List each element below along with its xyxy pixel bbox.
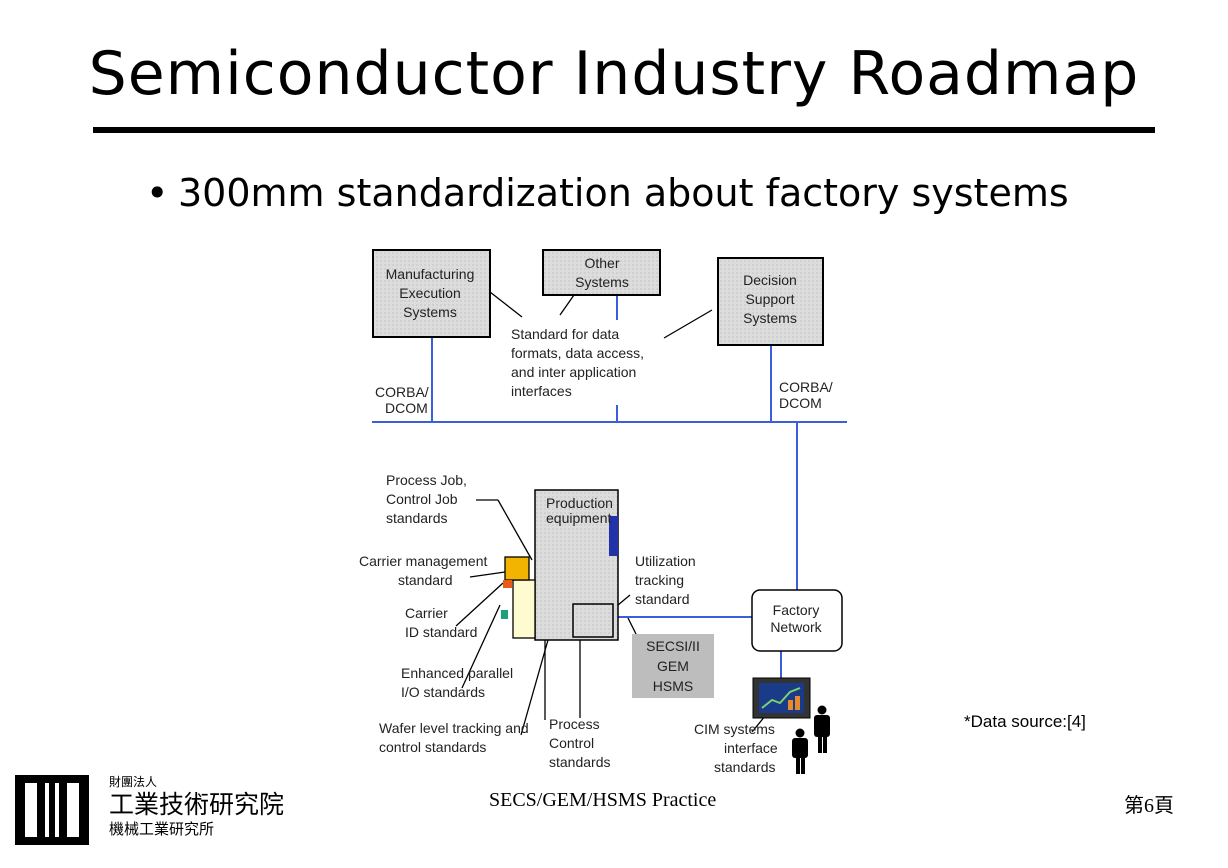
svg-text:standard: standard: [398, 572, 452, 588]
corba-left-2: DCOM: [385, 400, 428, 416]
slide-title: Semiconductor Industry Roadmap: [88, 39, 1140, 109]
svg-text:Network: Network: [770, 619, 822, 635]
process-control-label: Process Control standards: [549, 716, 610, 770]
secs-gem-hsms-box: SECSI/II GEM HSMS: [632, 634, 714, 698]
factory-network-box: Factory Network: [751, 589, 843, 652]
svg-text:ID standard: ID standard: [405, 624, 477, 640]
svg-text:standard: standard: [635, 591, 689, 607]
svg-text:SECSI/II: SECSI/II: [646, 638, 700, 654]
cim-label: CIM systems interface standards: [694, 721, 778, 775]
svg-text:tracking: tracking: [635, 572, 684, 588]
load-port: [512, 579, 536, 639]
svg-text:Wafer level tracking and: Wafer level tracking and: [379, 720, 529, 736]
standard-note-1: Standard for data: [511, 326, 619, 342]
svg-text:Carrier management: Carrier management: [359, 553, 487, 569]
org-line-3: 機械工業研究所: [109, 821, 215, 838]
carrier-latch-icon: [503, 580, 512, 588]
svg-text:HSMS: HSMS: [653, 678, 693, 694]
carrier-id-tag-icon: [501, 610, 508, 619]
carrier-icon: [504, 556, 530, 581]
carrier-id-label: Carrier ID standard: [405, 605, 477, 640]
svg-text:Utilization: Utilization: [635, 553, 696, 569]
svg-text:Process: Process: [549, 716, 600, 732]
network-lines: [372, 295, 847, 678]
standard-note-3: and inter application: [511, 364, 636, 380]
bullet-item: •300mm standardization about factory sys…: [146, 168, 1069, 218]
corba-left-1: CORBA/: [375, 384, 429, 400]
svg-text:Process Job,: Process Job,: [386, 472, 467, 488]
svg-text:CIM systems: CIM systems: [694, 721, 775, 737]
dss-box: Decision Support Systems: [717, 257, 824, 346]
org-line-2: 工業技術研究院: [109, 790, 285, 819]
enhanced-parallel-label: Enhanced parallel I/O standards: [401, 665, 513, 700]
utilization-label: Utilization tracking standard: [635, 553, 696, 607]
data-source-note: *Data source:[4]: [964, 712, 1086, 731]
mes-label-1: Manufacturing: [386, 266, 475, 282]
wafer-tracking-label: Wafer level tracking and control standar…: [379, 720, 529, 755]
carrier-mgmt-label: Carrier management standard: [359, 553, 487, 588]
corba-right: CORBA/ DCOM: [779, 379, 833, 411]
dss-label-3: Systems: [743, 310, 797, 326]
svg-text:I/O standards: I/O standards: [401, 684, 485, 700]
other-label-2: Systems: [575, 274, 629, 290]
dss-label-1: Decision: [743, 272, 797, 288]
production-equipment: Production equipment: [501, 489, 619, 641]
standard-note: Standard for data formats, data access, …: [511, 326, 644, 399]
svg-text:interface: interface: [724, 740, 778, 756]
footer-title: SECS/GEM/HSMS Practice: [489, 789, 717, 811]
corba-right-2: DCOM: [779, 395, 822, 411]
person-icon: [792, 705, 830, 774]
svg-text:Control: Control: [549, 735, 594, 751]
corba-left: CORBA/ DCOM: [375, 384, 429, 416]
svg-text:control standards: control standards: [379, 739, 486, 755]
svg-text:Carrier: Carrier: [405, 605, 448, 621]
svg-text:Enhanced parallel: Enhanced parallel: [401, 665, 513, 681]
itri-logo-icon: [15, 775, 89, 845]
dss-label-2: Support: [745, 291, 794, 307]
svg-text:standards: standards: [549, 754, 610, 770]
title-divider: [93, 127, 1155, 133]
equipment-marker: [609, 516, 618, 556]
org-line-1: 財團法人: [109, 775, 158, 789]
production-label-1: Production: [546, 495, 613, 511]
monitor-icon: [752, 677, 811, 719]
bullet-text: 300mm standardization about factory syst…: [178, 171, 1069, 215]
production-label-2: equipment: [546, 510, 611, 526]
svg-text:standards: standards: [714, 759, 775, 775]
svg-text:Factory: Factory: [773, 602, 820, 618]
bullet-dot-icon: •: [146, 171, 169, 215]
svg-text:standards: standards: [386, 510, 447, 526]
mes-label-3: Systems: [403, 304, 457, 320]
standard-note-4: interfaces: [511, 383, 572, 399]
organization-name: 財團法人 工業技術研究院 機械工業研究所: [109, 775, 284, 839]
corba-right-1: CORBA/: [779, 379, 833, 395]
utilization-module: [572, 603, 614, 638]
mes-box: Manufacturing Execution Systems: [372, 249, 491, 338]
other-label-1: Other: [584, 255, 619, 271]
mes-label-2: Execution: [399, 285, 460, 301]
process-job-label: Process Job, Control Job standards: [386, 472, 467, 526]
other-systems-box: Other Systems: [542, 249, 661, 296]
standard-note-2: formats, data access,: [511, 345, 644, 361]
page-number: 第6頁: [1124, 795, 1174, 817]
svg-text:Control Job: Control Job: [386, 491, 458, 507]
svg-text:GEM: GEM: [657, 658, 689, 674]
